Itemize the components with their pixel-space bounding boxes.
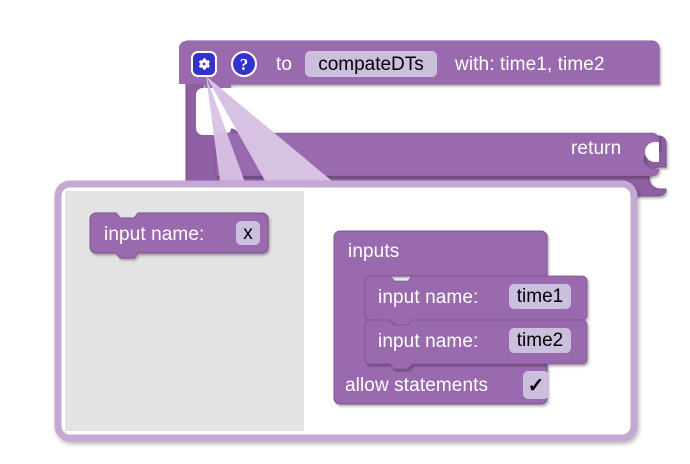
mutator-input-value-time2[interactable]: time2 <box>509 328 571 353</box>
inputs-container-block[interactable] <box>333 230 548 405</box>
allow-statements-label: allow statements <box>345 375 489 396</box>
mutator-input-value-time1[interactable]: time1 <box>509 284 571 309</box>
flyout-input-name-label: input name: <box>104 224 205 245</box>
mutator-connector-beam <box>206 76 338 186</box>
allow-statements-checkbox[interactable]: ✓ <box>523 371 549 399</box>
mutator-connector-beam-2 <box>206 76 250 196</box>
procedure-prefix-label: to <box>276 54 293 75</box>
flyout-input-name-block[interactable] <box>89 212 269 259</box>
procedure-name-field[interactable]: compateDTs <box>305 51 437 77</box>
procedure-body-slot <box>196 88 659 135</box>
return-label: return <box>571 138 622 159</box>
procedure-params-label: with: time1, time2 <box>455 54 605 75</box>
question-mark-glyph: ? <box>239 54 249 74</box>
mutator-input-label-time2: input name: <box>378 331 479 352</box>
return-row[interactable] <box>215 132 660 177</box>
mutator-input-label-time1: input name: <box>378 287 479 308</box>
mutator-flyout-bg-fill <box>65 191 75 431</box>
return-socket-notch <box>645 142 659 162</box>
inputs-container-title: inputs <box>348 241 400 262</box>
question-mark-icon[interactable]: ? <box>231 51 257 77</box>
gear-icon[interactable] <box>191 51 217 77</box>
flyout-input-name-value[interactable]: x <box>236 221 260 245</box>
